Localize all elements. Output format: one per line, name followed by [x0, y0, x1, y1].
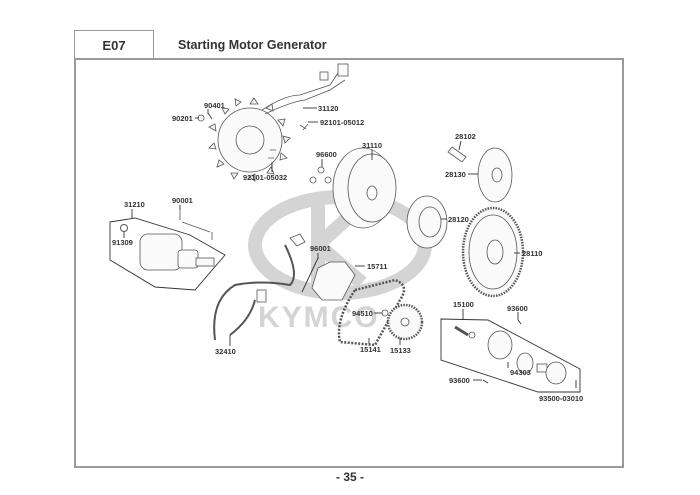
flywheel-part[interactable] [332, 147, 397, 229]
driven-gear-part[interactable] [461, 206, 525, 298]
callout-15100: 15100 [453, 300, 474, 309]
bolt-93600-bottom[interactable] [482, 379, 489, 384]
o-ring-91309[interactable] [120, 224, 128, 232]
callout-15133: 15133 [390, 346, 411, 355]
callout-28120: 28120 [448, 215, 469, 224]
callout-93500-03010: 93500-03010 [539, 394, 583, 403]
callout-90001: 90001 [172, 196, 193, 205]
callout-93600-bottom: 93600 [449, 376, 470, 385]
screw-92101-05012[interactable] [299, 123, 309, 131]
callout-92101-05012: 92101-05012 [320, 118, 364, 127]
callout-94303: 94303 [510, 368, 531, 377]
callout-92101-05032: 92101-05032 [243, 173, 287, 182]
callout-96600: 96600 [316, 150, 337, 159]
bolt-96600[interactable] [309, 166, 332, 184]
callout-31210: 31210 [124, 200, 145, 209]
callout-31110: 31110 [362, 141, 382, 150]
page-number: - 35 - [335, 470, 364, 484]
watermark-text: KYMCO [258, 301, 380, 334]
bolt-94510[interactable] [381, 309, 389, 317]
stator-part[interactable] [208, 63, 349, 182]
oil-pump-part[interactable] [454, 325, 567, 385]
starter-motor-part[interactable] [109, 217, 226, 291]
starter-clutch-part[interactable] [406, 195, 448, 249]
callout-96001: 96001 [310, 244, 331, 253]
callout-94510: 94510 [352, 309, 373, 318]
leader-lines [123, 107, 520, 381]
callout-28102: 28102 [455, 132, 476, 141]
callout-32410: 32410 [215, 347, 236, 356]
page-title: Starting Motor Generator [178, 38, 327, 52]
callout-91309: 91309 [112, 238, 133, 247]
cable-terminal[interactable] [256, 289, 267, 303]
clutch-gear-part[interactable] [477, 147, 513, 203]
washer-90401[interactable] [207, 112, 213, 120]
chain-guide-plate-part[interactable] [311, 261, 356, 301]
pin-part[interactable] [447, 146, 467, 163]
callout-90201: 90201 [172, 114, 193, 123]
starter-cable-part[interactable] [213, 244, 295, 341]
section-code: E07 [74, 30, 154, 60]
callout-28130: 28130 [445, 170, 466, 179]
callout-28110: 28110 [522, 249, 542, 258]
cable-terminal-cover[interactable] [289, 233, 306, 247]
sprocket-part[interactable] [386, 303, 424, 341]
bolt-93600-top[interactable] [517, 319, 522, 325]
bolt-96001[interactable] [301, 257, 319, 293]
section-code-text: E07 [102, 38, 126, 53]
callout-31120: 31120 [318, 104, 338, 113]
callout-15711: 15711 [367, 262, 387, 271]
oil-pump-group-outline [440, 318, 581, 393]
diagram-frame [74, 59, 624, 468]
header-divider [74, 58, 624, 60]
callout-90401: 90401 [204, 101, 225, 110]
callout-15141: 15141 [360, 345, 381, 354]
callout-93600-top: 93600 [507, 304, 528, 313]
bolt-90001[interactable] [179, 210, 213, 240]
